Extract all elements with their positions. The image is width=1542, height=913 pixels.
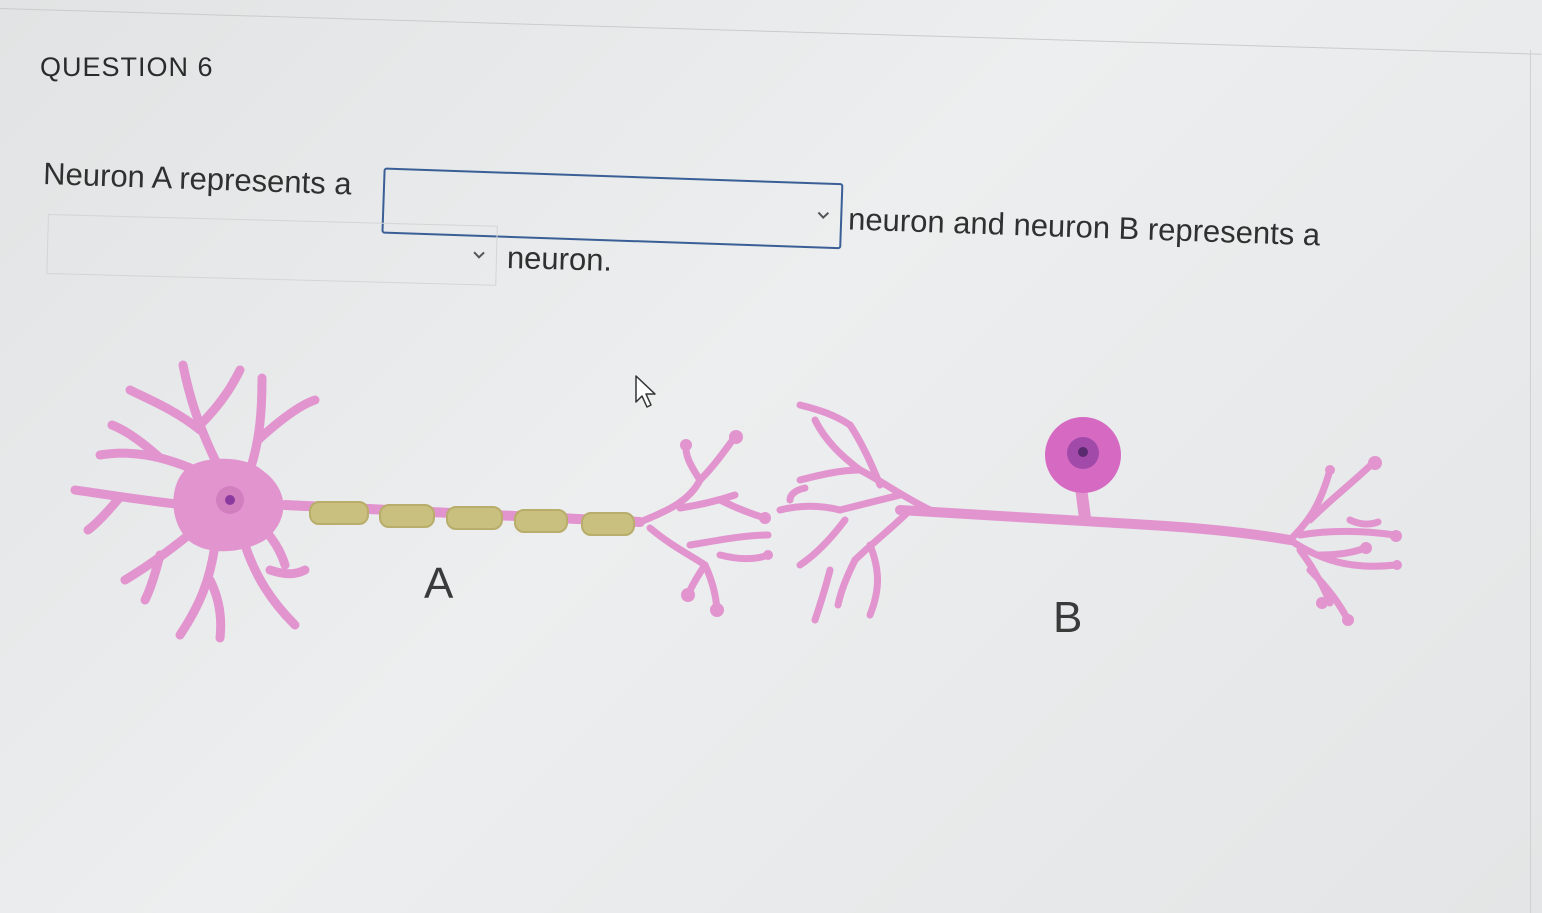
neuron-a-nucleolus <box>225 495 235 505</box>
neuron-a-dendrites <box>70 360 320 643</box>
mouse-cursor-icon <box>635 375 656 408</box>
neuron-a-axon-terminals <box>636 433 772 614</box>
neuron-a-terminal-bulbs <box>680 430 773 617</box>
neuron-a-label: A <box>424 559 454 608</box>
neuron-b-nucleolus <box>1078 447 1088 457</box>
neuron-a <box>70 360 773 643</box>
neuron-b-label: B <box>1053 593 1082 642</box>
neuron-b <box>776 401 1402 626</box>
content-edge <box>1530 50 1542 913</box>
question-sentence-line-2: neuron. <box>46 212 748 310</box>
neuron-b-dendrites <box>776 401 934 624</box>
question-title: QUESTION 6 <box>40 52 214 82</box>
chevron-down-icon <box>817 211 830 219</box>
neuron-b-axon <box>895 505 1295 545</box>
chevron-down-icon <box>473 251 485 259</box>
neuron-b-axon-terminals <box>1286 459 1399 624</box>
question-sentence-line-1: Neuron A represents a neuron and neuron … <box>41 152 1443 290</box>
neuron-a-type-dropdown[interactable] <box>381 167 844 250</box>
neuron-b-type-dropdown[interactable] <box>46 213 498 286</box>
neuron-b-terminal-bulbs <box>1316 456 1402 626</box>
myelin-sheaths <box>309 501 635 536</box>
